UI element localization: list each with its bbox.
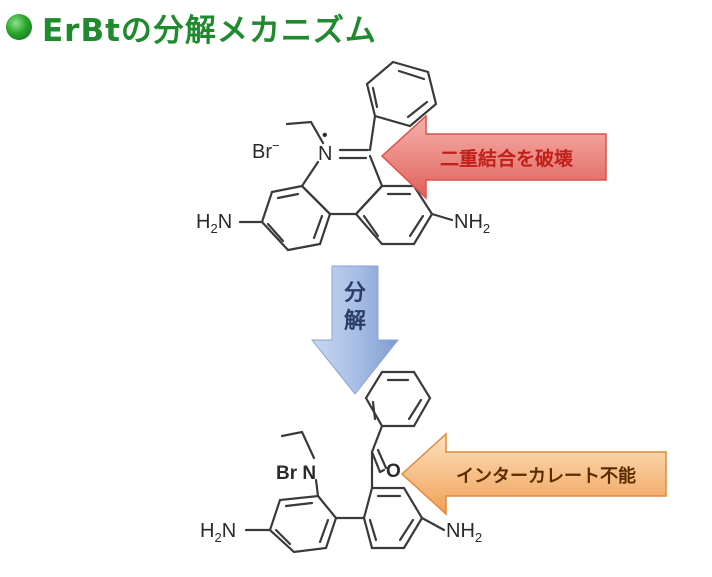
red-callout-label: 二重結合を破壊 — [440, 147, 574, 170]
radical-dot-label: • — [322, 127, 328, 144]
bond-phenyl-carbonyl — [370, 424, 384, 454]
orange-callout-label: インターカレート不能 — [456, 465, 636, 487]
bottom-right-ring — [362, 486, 424, 550]
down-arrow: 分 解 — [310, 265, 400, 395]
bond-o-join — [378, 468, 386, 474]
central-ring — [300, 154, 384, 216]
page-title: ErBtの分解メカニズム — [42, 12, 377, 49]
down-arrow-label-1: 分 — [344, 281, 366, 306]
title-row: ErBtの分解メカニズム — [6, 6, 377, 49]
bond-co-b — [376, 448, 388, 470]
right-amine-label: NH2 — [454, 211, 490, 236]
bullet-icon — [6, 14, 32, 40]
bromide-ion-label: Br− — [252, 138, 280, 163]
bottom-left-amine-label: H2N — [200, 520, 236, 545]
ethyl-group — [285, 120, 325, 145]
red-callout-arrow: 二重結合を破壊 — [380, 114, 607, 200]
top-phenyl-ring — [365, 60, 438, 128]
bottom-molecule: Br N O H2N NH2 — [200, 370, 482, 554]
bond-co-a — [370, 450, 382, 474]
left-amine-label: H2N — [196, 211, 232, 236]
bottom-ethyl-group — [280, 430, 316, 460]
bottom-left-ring — [268, 494, 338, 554]
br-nitrogen-label: Br N — [276, 463, 316, 484]
oxygen-label: O — [386, 461, 401, 482]
orange-callout-arrow: インターカレート不能 — [400, 432, 667, 516]
ring-nitrogen-label: N — [318, 143, 332, 165]
bottom-right-amine-label: NH2 — [446, 520, 482, 545]
bond-n-ring — [314, 478, 320, 498]
bottom-bond-right-amine — [420, 516, 446, 532]
bond-right-amine — [430, 212, 454, 222]
bond-phenyl-c6 — [368, 114, 377, 152]
down-arrow-label-2: 解 — [344, 308, 366, 334]
top-molecule: Br− N • H2N NH2 — [196, 60, 490, 252]
left-benzo-ring — [260, 184, 332, 252]
right-benzo-ring — [354, 184, 434, 246]
bottom-phenyl-ring — [364, 370, 432, 428]
